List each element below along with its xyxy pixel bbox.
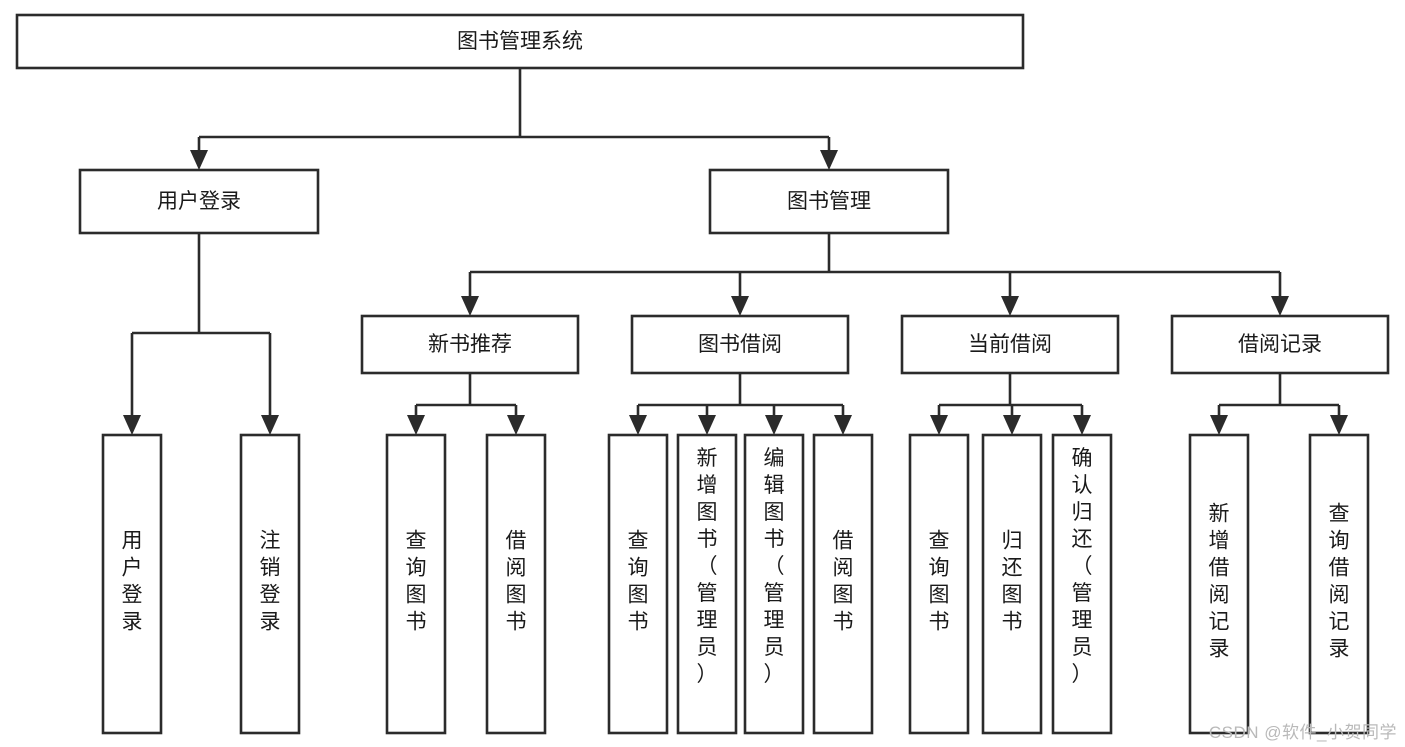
leaf-node[interactable]: 注销登录	[239, 433, 301, 735]
arrow-head-icon	[190, 150, 208, 170]
leaf-label-vertical: 查询图书	[929, 530, 950, 634]
leaf-box[interactable]	[981, 433, 1043, 735]
leaf-node[interactable]: 借阅图书	[812, 433, 874, 735]
leaf-label-vertical: 归还图书	[1002, 530, 1023, 634]
leaf-box[interactable]	[1051, 433, 1113, 735]
level2-label: 用户登录	[157, 190, 241, 213]
arrow-head-icon	[1271, 296, 1289, 316]
connector-lines	[123, 68, 1348, 435]
level2-box[interactable]	[78, 168, 320, 235]
arrow-head-icon	[731, 296, 749, 316]
leaf-node[interactable]: 新增图书（管理员）	[676, 433, 738, 735]
leaf-box[interactable]	[812, 433, 874, 735]
leaf-label-vertical: 确认归还（管理员）	[1072, 447, 1093, 686]
leaf-node[interactable]: 查询图书	[385, 433, 447, 735]
leaf-box[interactable]	[1308, 433, 1370, 735]
arrow-head-icon	[1073, 415, 1091, 435]
leaf-box[interactable]	[385, 433, 447, 735]
leaf-label-vertical: 查询借阅记录	[1329, 503, 1350, 661]
arrow-head-icon	[834, 415, 852, 435]
level2-node[interactable]: 用户登录	[78, 168, 320, 235]
leaf-box[interactable]	[1188, 433, 1250, 735]
level3-label: 图书借阅	[698, 333, 782, 356]
leaf-box[interactable]	[676, 433, 738, 735]
leaf-label-vertical: 新增借阅记录	[1209, 503, 1230, 661]
level3-node[interactable]: 借阅记录	[1170, 314, 1390, 375]
node-boxes: 图书管理系统用户登录图书管理新书推荐图书借阅当前借阅借阅记录用户登录注销登录查询…	[15, 13, 1390, 735]
leaf-node[interactable]: 用户登录	[101, 433, 163, 735]
arrow-head-icon	[698, 415, 716, 435]
level3-box[interactable]	[630, 314, 850, 375]
level3-node[interactable]: 图书借阅	[630, 314, 850, 375]
leaf-box[interactable]	[743, 433, 805, 735]
leaf-box[interactable]	[239, 433, 301, 735]
leaf-box[interactable]	[101, 433, 163, 735]
level2-box[interactable]	[708, 168, 950, 235]
level2-label: 图书管理	[787, 190, 871, 213]
arrow-head-icon	[461, 296, 479, 316]
level3-box[interactable]	[900, 314, 1120, 375]
arrow-head-icon	[123, 415, 141, 435]
leaf-label-vertical: 查询图书	[406, 530, 427, 634]
leaf-label-vertical: 注销登录	[260, 530, 281, 634]
arrow-head-icon	[820, 150, 838, 170]
level2-node[interactable]: 图书管理	[708, 168, 950, 235]
arrow-head-icon	[507, 415, 525, 435]
leaf-label-vertical: 编辑图书（管理员）	[764, 447, 785, 686]
arrow-head-icon	[930, 415, 948, 435]
arrow-head-icon	[1210, 415, 1228, 435]
leaf-label-vertical: 用户登录	[122, 530, 143, 634]
leaf-label-vertical: 借阅图书	[506, 530, 527, 634]
leaf-node[interactable]: 查询图书	[908, 433, 970, 735]
leaf-box[interactable]	[485, 433, 547, 735]
level3-box[interactable]	[360, 314, 580, 375]
leaf-label-vertical: 查询图书	[628, 530, 649, 634]
leaf-node[interactable]: 查询借阅记录	[1308, 433, 1370, 735]
leaf-box[interactable]	[607, 433, 669, 735]
arrow-head-icon	[407, 415, 425, 435]
arrow-head-icon	[629, 415, 647, 435]
arrow-head-icon	[1001, 296, 1019, 316]
arrow-head-icon	[1003, 415, 1021, 435]
root-label: 图书管理系统	[457, 30, 583, 53]
arrow-head-icon	[765, 415, 783, 435]
leaf-box[interactable]	[908, 433, 970, 735]
level3-node[interactable]: 新书推荐	[360, 314, 580, 375]
leaf-node[interactable]: 查询图书	[607, 433, 669, 735]
root-box[interactable]	[15, 13, 1025, 70]
arrow-head-icon	[261, 415, 279, 435]
leaf-node[interactable]: 借阅图书	[485, 433, 547, 735]
leaf-label-vertical: 借阅图书	[833, 530, 854, 634]
leaf-node[interactable]: 确认归还（管理员）	[1051, 433, 1113, 735]
arrow-head-icon	[1330, 415, 1348, 435]
level3-label: 当前借阅	[968, 333, 1052, 356]
level3-node[interactable]: 当前借阅	[900, 314, 1120, 375]
root-node[interactable]: 图书管理系统	[15, 13, 1025, 70]
level3-label: 新书推荐	[428, 333, 512, 356]
leaf-node[interactable]: 编辑图书（管理员）	[743, 433, 805, 735]
leaf-node[interactable]: 新增借阅记录	[1188, 433, 1250, 735]
leaf-label-vertical: 新增图书（管理员）	[697, 447, 718, 686]
level3-box[interactable]	[1170, 314, 1390, 375]
level3-label: 借阅记录	[1238, 333, 1322, 356]
leaf-node[interactable]: 归还图书	[981, 433, 1043, 735]
